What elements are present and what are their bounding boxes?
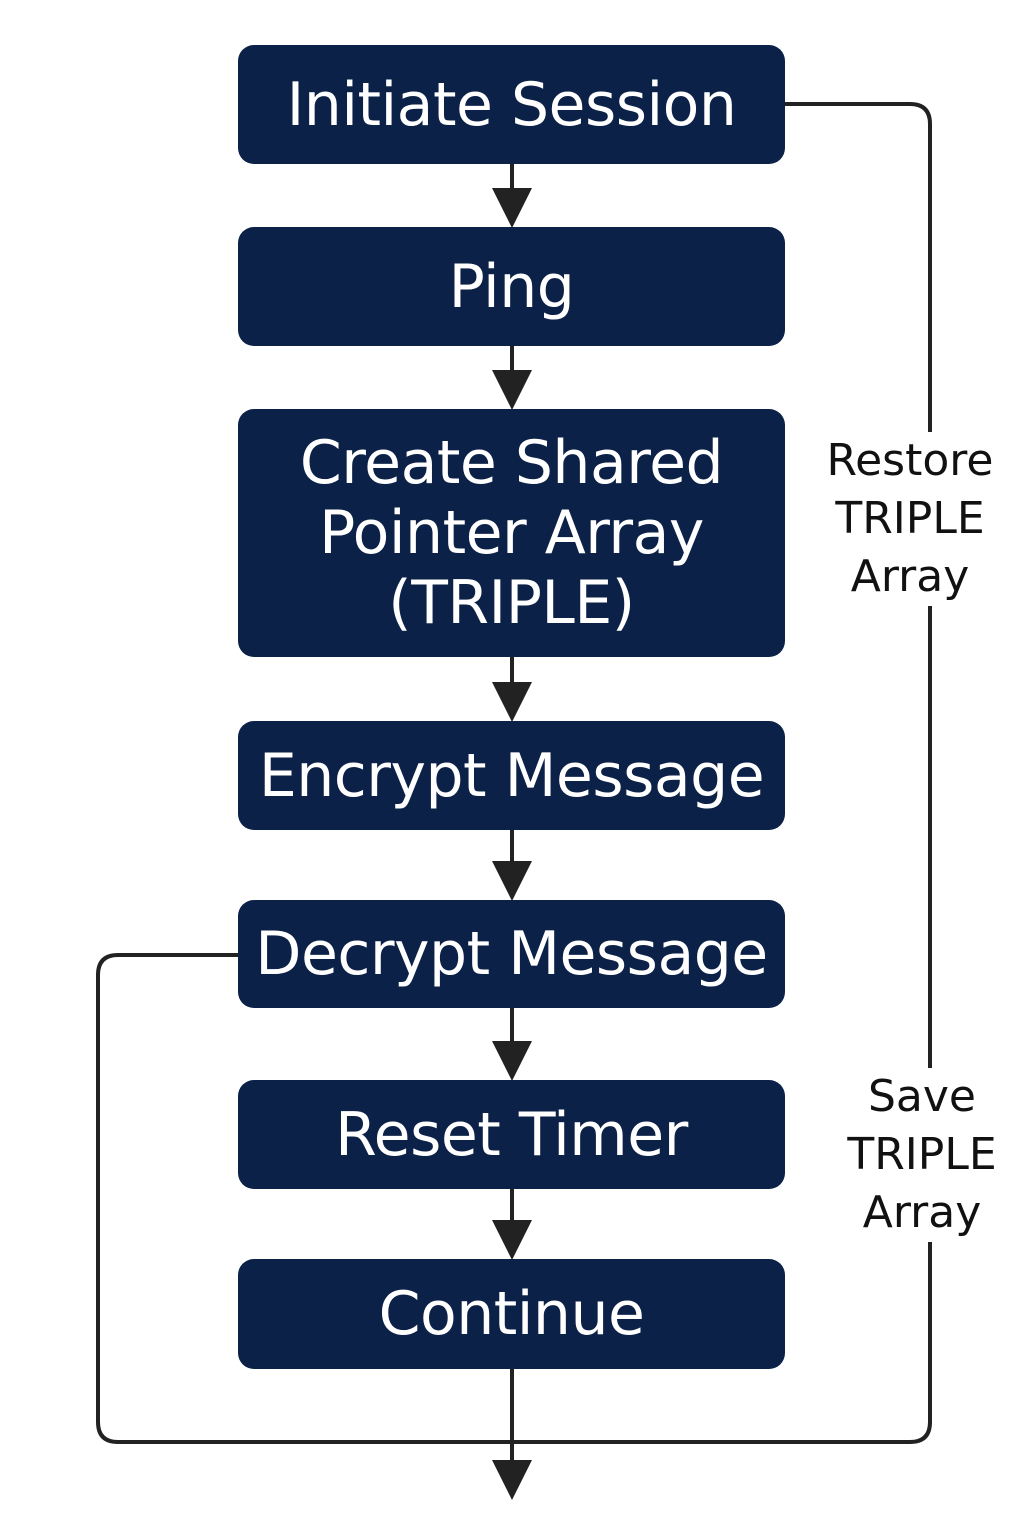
step-create-shared-pointer-array: Create Shared Pointer Array (TRIPLE) xyxy=(238,409,785,657)
step-label: Ping xyxy=(448,251,575,322)
step-reset-timer: Reset Timer xyxy=(238,1080,785,1189)
step-label: Continue xyxy=(378,1279,645,1349)
restore-triple-array-label: Restore TRIPLE Array xyxy=(818,432,1002,606)
step-decrypt-message: Decrypt Message xyxy=(238,900,785,1008)
save-triple-array-label: Save TRIPLE Array xyxy=(830,1068,1014,1242)
step-continue: Continue xyxy=(238,1259,785,1369)
step-label: Decrypt Message xyxy=(255,919,768,989)
step-label: Reset Timer xyxy=(335,1099,688,1170)
step-ping: Ping xyxy=(238,227,785,346)
restore-save-loop-connector xyxy=(512,102,932,1444)
step-initiate-session: Initiate Session xyxy=(238,45,785,164)
step-encrypt-message: Encrypt Message xyxy=(238,721,785,830)
decrypt-loop-connector xyxy=(96,953,512,1444)
step-label: Initiate Session xyxy=(286,69,737,140)
step-label: Encrypt Message xyxy=(258,740,765,811)
step-label: Create Shared Pointer Array (TRIPLE) xyxy=(299,428,724,638)
